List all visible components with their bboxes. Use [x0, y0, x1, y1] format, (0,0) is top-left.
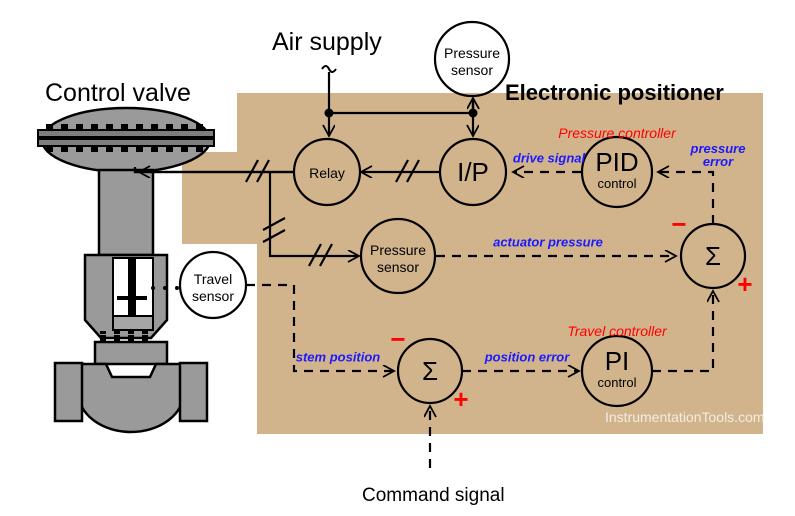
block-outline: [438, 137, 508, 207]
block-outline: [679, 222, 747, 290]
pressure-controller-title: Pressure controller: [558, 125, 676, 141]
electronic-positioner-panel: [182, 93, 763, 434]
block-label-line2: control: [597, 176, 636, 191]
block-label-line2: control: [597, 375, 636, 390]
electronic-signal-lines: [246, 172, 713, 468]
block-outline: [359, 217, 437, 295]
signal-label-line1: actuator pressure: [493, 234, 603, 250]
block-outline: [580, 135, 654, 209]
block-ip-transducer[interactable]: I/P: [438, 137, 508, 207]
block-label-line1: I/P: [457, 157, 489, 187]
block-label-line1: Relay: [309, 165, 345, 181]
sign-sum-travel-minus: −: [390, 324, 405, 354]
sign-sum-pressure-plus: +: [737, 269, 752, 299]
sign-markers: − + − +: [390, 209, 752, 414]
signal-label-line1: stem position: [295, 349, 381, 365]
signal-label-stem-position: stem position: [296, 351, 381, 364]
block-label-line1: Σ: [422, 356, 438, 386]
signal-label-line2: error: [702, 154, 734, 169]
block-label-line2: sensor: [192, 288, 234, 304]
air-supply-label: Air supply: [272, 28, 382, 56]
signal-label-line1: drive signal: [512, 150, 586, 166]
block-label-line1: PI: [605, 346, 630, 376]
block-label-line1: Pressure: [444, 45, 500, 61]
control-valve-graphic: [37, 106, 215, 434]
block-label-line1: Σ: [705, 241, 721, 271]
block-outline: [396, 337, 464, 405]
block-label-line2: sensor: [377, 259, 419, 275]
command-signal-label: Command signal: [362, 485, 505, 506]
block-label-line2: sensor: [451, 62, 493, 78]
block-sum-travel[interactable]: Σ: [396, 337, 464, 405]
block-outline: [580, 334, 654, 408]
signal-label-position-error: position error: [485, 351, 570, 364]
line-junction-dots: [324, 108, 478, 118]
signal-label-line1: position error: [484, 349, 570, 365]
control-valve-title: Control valve: [45, 79, 191, 107]
block-label-line1: Travel: [194, 271, 232, 287]
block-label-line1: PID: [595, 147, 638, 177]
pneumatic-slash-marks: [245, 159, 420, 267]
block-label-line1: Pressure: [370, 242, 426, 258]
block-sum-pressure[interactable]: Σ: [679, 222, 747, 290]
signal-label-drive-signal: drive signal: [513, 152, 585, 165]
signal-label-line1: pressure: [690, 141, 746, 156]
block-relay[interactable]: Relay: [292, 137, 362, 207]
travel-controller-title: Travel controller: [567, 323, 667, 339]
electronic-positioner-title: Electronic positioner: [505, 80, 724, 105]
sign-sum-travel-plus: +: [453, 384, 468, 414]
block-outline: [178, 250, 248, 320]
watermark: InstrumentationTools.com: [605, 409, 765, 425]
block-outline: [433, 20, 511, 98]
sign-sum-pressure-minus: −: [671, 209, 686, 239]
block-outline: [292, 137, 362, 207]
signal-label-actuator-pressure: actuator pressure: [493, 236, 603, 249]
